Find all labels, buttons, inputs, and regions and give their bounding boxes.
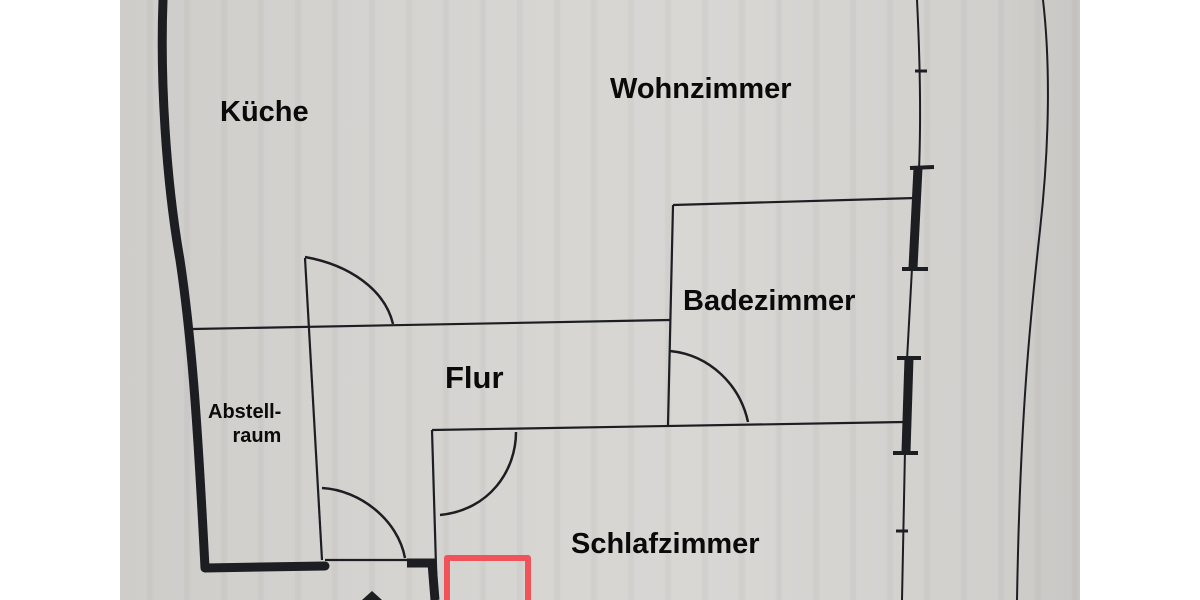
- window-schlafzimmer: [893, 356, 921, 455]
- entrance-wall: [407, 558, 440, 600]
- red-highlight-box: [444, 555, 531, 600]
- outer-wall-left: [157, 0, 330, 573]
- room-label-wohnzimmer: Wohnzimmer: [610, 73, 792, 105]
- interior-walls: [192, 196, 917, 600]
- room-label-kueche: Küche: [220, 96, 309, 128]
- window-badezimmer: [902, 165, 935, 271]
- room-label-schlafzimmer: Schlafzimmer: [571, 528, 760, 560]
- room-label-badezimmer: Badezimmer: [683, 285, 856, 317]
- door-arc-badezimmer: [669, 349, 750, 423]
- room-label-abstellraum: Abstell- raum: [208, 400, 281, 448]
- room-label-abstellraum-line1: Abstell-: [208, 401, 282, 423]
- door-arc-kueche: [304, 255, 395, 325]
- entrance-arrow-mark: [362, 591, 382, 600]
- exterior-wall-right: [901, 0, 922, 600]
- room-label-flur: Flur: [445, 360, 504, 395]
- room-label-abstellraum-line2: raum: [232, 425, 282, 447]
- door-arc-abstellraum: [321, 486, 407, 559]
- outer-boundary-right: [1016, 0, 1049, 600]
- door-arc-schlafzimmer: [439, 431, 518, 517]
